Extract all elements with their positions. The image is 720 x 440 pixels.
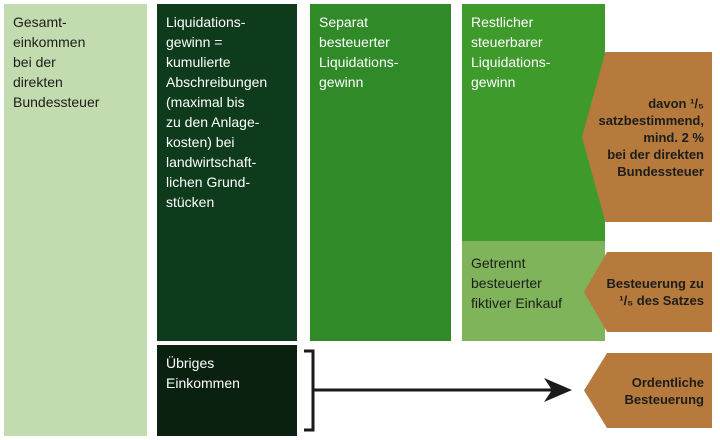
separately-taxed-label: Separat besteuerter Liquidations- gewinn [319, 14, 399, 90]
remaining-taxable-label: Restlicher steuerbarer Liquidations- gew… [471, 14, 551, 90]
ordinary-taxation-tag: Ordentliche Besteuerung [584, 353, 712, 428]
remaining-taxable-box: Restlicher steuerbarer Liquidations- gew… [462, 4, 605, 241]
liquidation-gain-label: Liquidations- gewinn = kumulierte Abschr… [166, 14, 268, 210]
fifth-rate-tag: Besteuerung zu ¹/₅ des Satzes [584, 252, 712, 332]
fictitious-purchase-box: Getrennt besteuerter fiktiver Einkauf [462, 241, 605, 341]
other-income-label: Übriges Einkommen [166, 355, 240, 391]
total-income-column: Gesamt- einkommen bei der direkten Bunde… [4, 4, 147, 436]
rate-determining-tag: davon ¹/₅ satzbestimmend, mind. 2 % bei … [582, 52, 712, 222]
total-income-label: Gesamt- einkommen bei der direkten Bunde… [13, 14, 100, 110]
other-income-box: Übriges Einkommen [157, 345, 297, 436]
arrow-head [544, 378, 572, 402]
liquidation-gain-box: Liquidations- gewinn = kumulierte Abschr… [157, 4, 297, 341]
fictitious-purchase-label: Getrennt besteuerter fiktiver Einkauf [471, 255, 563, 311]
separately-taxed-box: Separat besteuerter Liquidations- gewinn [310, 4, 451, 341]
bracket-line [304, 349, 315, 432]
